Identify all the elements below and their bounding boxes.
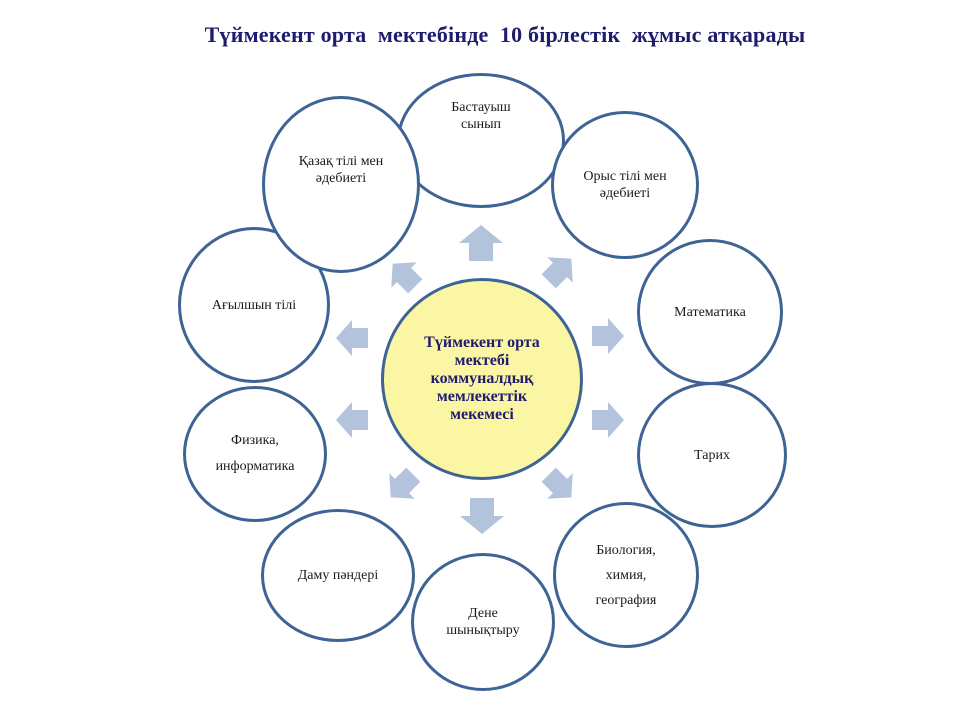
unit-label: Ағылшын тілі <box>211 297 297 313</box>
arrow-icon <box>459 225 503 261</box>
unit-circle-matematika: Математика <box>637 239 783 385</box>
unit-label: Даму пәндері <box>297 568 379 583</box>
unit-circle-kazak: Қазақ тілі мен әдебиеті <box>262 96 420 273</box>
arrow-icon <box>541 257 573 289</box>
unit-circle-tarikh: Тарих <box>637 382 787 528</box>
unit-label: Математика <box>674 304 746 320</box>
center-label: Түймекент орта мектебі коммуналдық мемле… <box>424 334 540 423</box>
arrow-icon <box>592 318 624 354</box>
unit-circle-bastauysh: Бастауыш сынып <box>397 73 565 208</box>
unit-circle-orys: Орыс тілі мен әдебиеті <box>551 111 699 259</box>
unit-label: Орыс тілі мен әдебиеті <box>583 169 667 201</box>
arrow-icon <box>336 320 368 356</box>
center-circle: Түймекент орта мектебі коммуналдық мемле… <box>381 278 583 480</box>
unit-label: Қазақ тілі мен әдебиеті <box>298 153 384 186</box>
unit-label: Тарих <box>694 447 730 463</box>
unit-circle-damu: Даму пәндері <box>261 509 415 642</box>
unit-label: Физика, информатика <box>215 433 295 474</box>
arrow-icon <box>460 498 504 534</box>
arrow-icon <box>541 467 573 499</box>
diagram-title: Түймекент орта мектебінде 10 бірлестік ж… <box>204 22 806 47</box>
arrow-icon <box>389 467 421 499</box>
unit-circle-fizika: Физика, информатика <box>183 386 327 522</box>
unit-circle-biologiya: Биология, химия, география <box>553 502 699 648</box>
arrow-icon <box>391 262 423 294</box>
arrow-icon <box>592 402 624 438</box>
arrow-icon <box>336 402 368 438</box>
unit-label: Дене шынықтыру <box>446 606 520 638</box>
unit-circle-dene: Дене шынықтыру <box>411 553 555 691</box>
unit-label: Бастауыш сынып <box>451 99 511 132</box>
unit-label: Биология, химия, география <box>595 542 657 608</box>
